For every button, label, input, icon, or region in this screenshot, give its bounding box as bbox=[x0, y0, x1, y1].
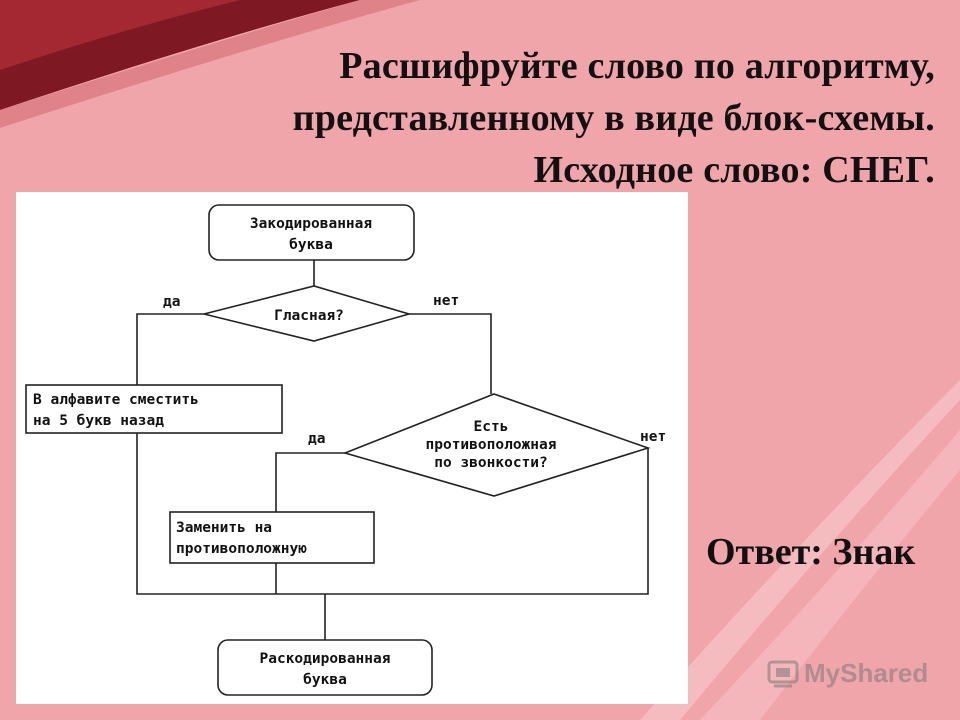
shift-action-box: В алфавите сместить на 5 букв назад bbox=[25, 384, 283, 434]
watermark: MyShared bbox=[766, 656, 936, 696]
voicing-decision-line-3: по звонкости? bbox=[434, 455, 548, 471]
edge-vowel-no bbox=[409, 313, 492, 394]
start-node-line-1: Закодированная bbox=[250, 216, 372, 232]
end-node-line-1: Раскодированная bbox=[260, 651, 391, 667]
answer-text: Ответ: Знак bbox=[706, 531, 916, 573]
end-node-line-2: буква bbox=[303, 672, 347, 688]
voicing-decision: Есть противоположная по звонкости? bbox=[342, 393, 651, 497]
voicing-no-label: нет bbox=[640, 429, 666, 445]
start-node: Закодированная буква bbox=[208, 204, 415, 261]
vowel-no-label: нет bbox=[433, 293, 459, 309]
shift-action-line-2: на 5 букв назад bbox=[33, 413, 164, 429]
title-line-3: Исходное слово: СНЕГ. bbox=[533, 149, 935, 191]
flowchart: Закодированная буква Гласная? да нет В а… bbox=[16, 192, 688, 704]
myshared-logo-icon bbox=[767, 660, 799, 688]
shift-action-line-1: В алфавите сместить bbox=[33, 392, 199, 408]
replace-action-line-1: Заменить на bbox=[176, 520, 272, 536]
title-line-2: представленному в виде блок-схемы. bbox=[292, 97, 935, 139]
title-line-1: Расшифруйте слово по алгоритму, bbox=[339, 45, 935, 87]
replace-action-box: Заменить на противоположную bbox=[169, 511, 375, 564]
flowchart-connectors bbox=[136, 260, 649, 640]
end-node: Раскодированная буква bbox=[217, 639, 433, 696]
voicing-yes-label: да bbox=[308, 431, 325, 447]
edge-voicing-no bbox=[325, 448, 649, 595]
vowel-decision-label: Гласная? bbox=[274, 308, 344, 324]
voicing-decision-line-2: противоположная bbox=[426, 437, 557, 453]
edge-voicing-yes bbox=[275, 452, 345, 512]
vowel-decision: Гласная? bbox=[203, 285, 412, 342]
edge-shift-to-merge bbox=[136, 433, 325, 595]
start-node-line-2: буква bbox=[289, 237, 333, 253]
vowel-yes-label: да bbox=[163, 294, 180, 310]
edge-vowel-yes bbox=[136, 313, 204, 385]
replace-action-line-2: противоположную bbox=[176, 541, 307, 557]
watermark-text: MyShared bbox=[804, 658, 929, 688]
voicing-decision-line-1: Есть bbox=[474, 419, 509, 435]
